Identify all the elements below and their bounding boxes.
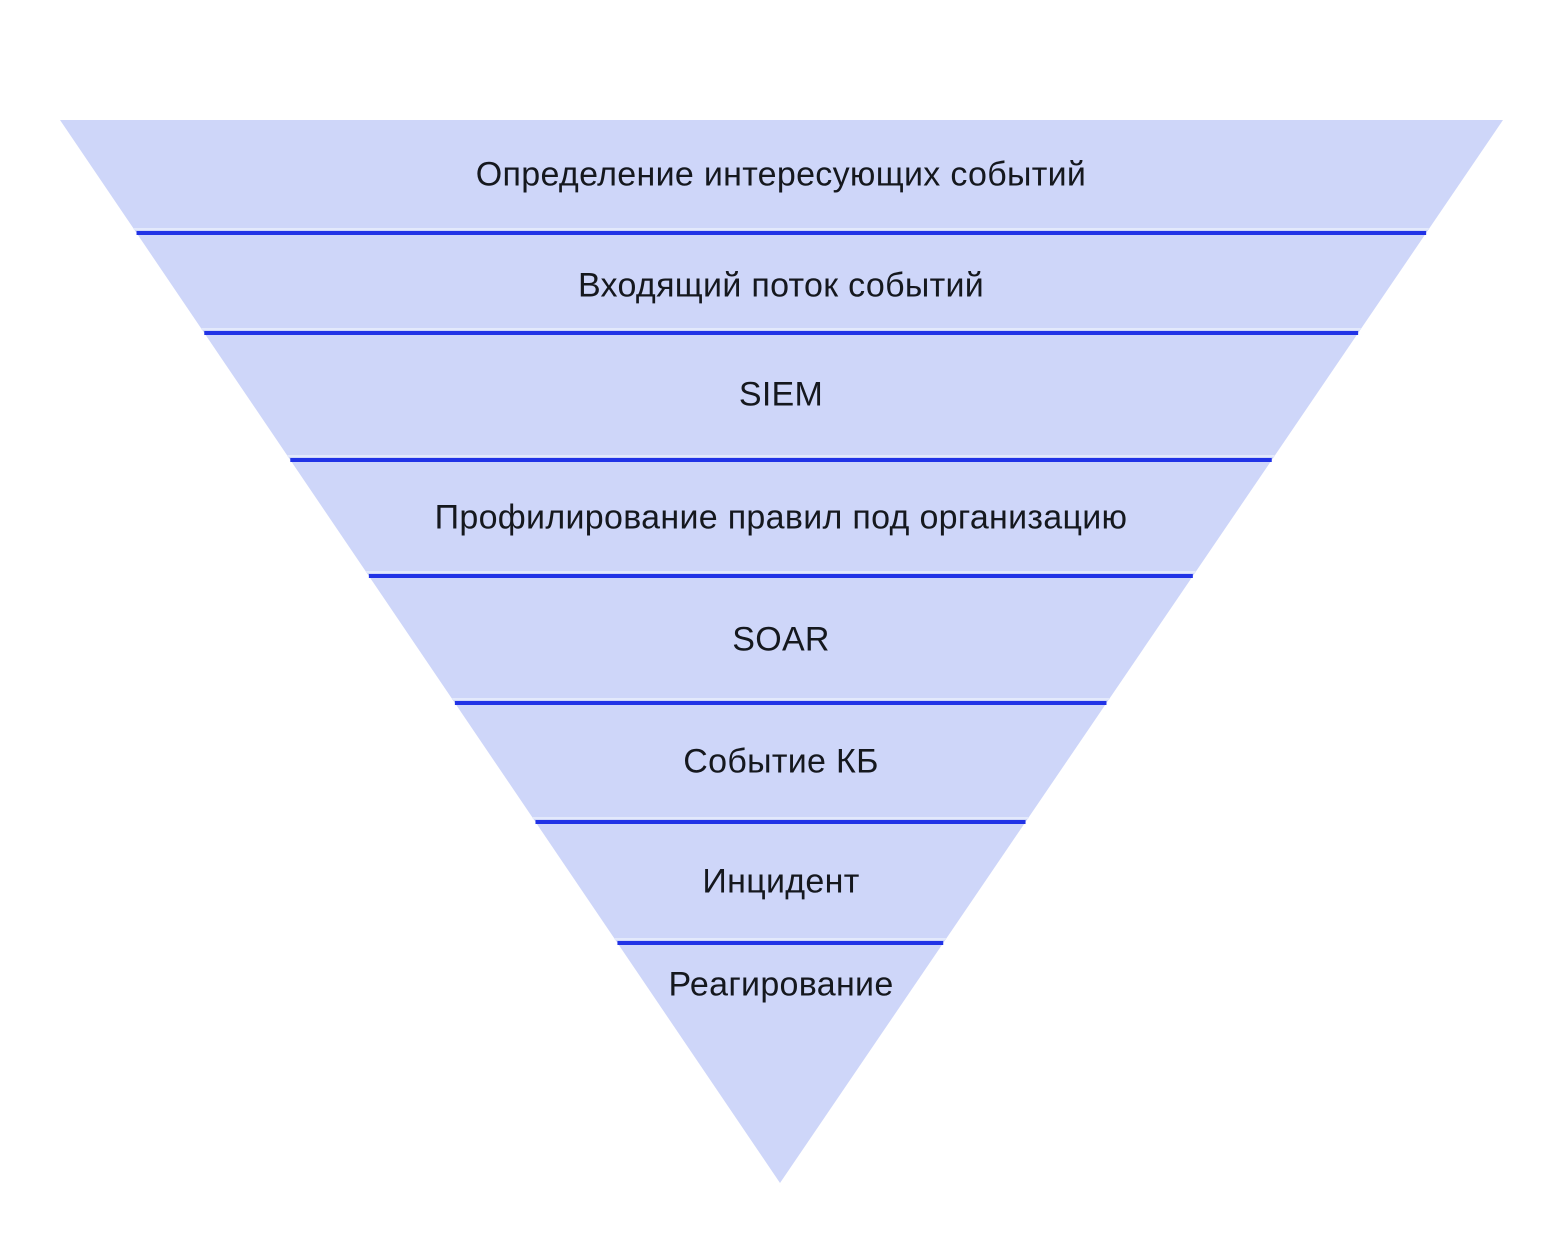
funnel-triangle (60, 120, 1503, 1183)
